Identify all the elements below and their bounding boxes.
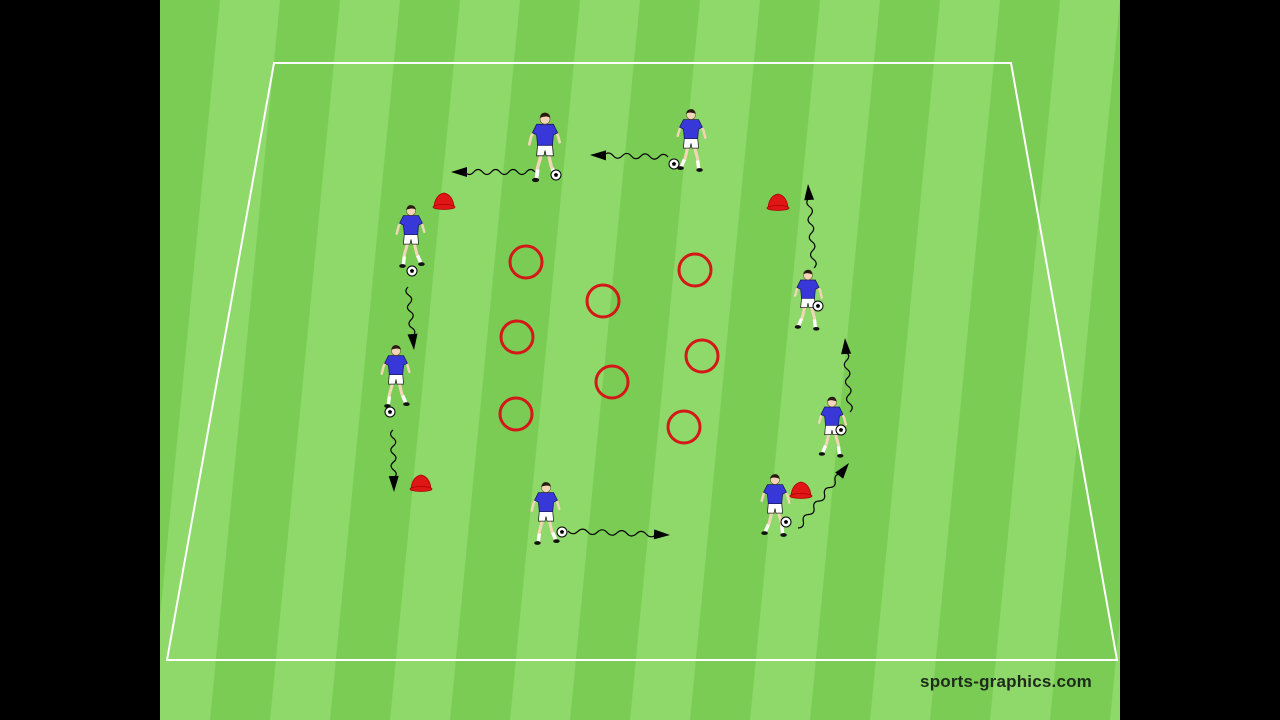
ring-marker-icon [677,252,713,288]
soccer-player-icon [676,109,707,172]
dribble-arrow-icon [797,463,849,529]
letterbox-left [0,0,160,720]
dribble-arrow-icon [841,338,853,413]
dribble-arrow-icon [567,528,670,540]
dribble-arrow-icon [804,184,817,269]
ring-marker-icon [508,244,544,280]
grass-stripe [450,0,580,720]
training-cone-icon [766,193,790,211]
dribble-arrow-icon [405,286,418,350]
training-cone-icon [432,192,456,210]
dribble-arrow-icon [590,150,669,161]
soccer-ball-icon [406,265,418,277]
soccer-ball-icon [780,516,792,528]
watermark: sports-graphics.com [920,672,1092,691]
training-cone-icon [409,474,433,492]
grass-stripe [810,0,940,720]
grass-stripe [930,0,1060,720]
soccer-player-icon [760,474,791,537]
soccer-player-icon [380,345,411,408]
ring-marker-icon [684,338,720,374]
ring-marker-icon [498,396,534,432]
soccer-ball-icon [550,169,562,181]
soccer-player-icon [530,482,561,545]
grass-stripe [690,0,820,720]
ring-marker-icon [585,283,621,319]
soccer-player-icon [395,205,426,268]
dribble-arrow-icon [451,167,536,177]
training-cone-icon [789,481,813,499]
soccer-player-icon [817,396,847,458]
ring-marker-icon [594,364,630,400]
soccer-ball-icon [668,158,680,170]
soccer-ball-icon [384,406,396,418]
soccer-ball-icon [556,526,568,538]
field-boundary [165,62,1119,661]
ring-marker-icon [666,409,702,445]
letterbox-right [1120,0,1280,720]
soccer-ball-icon [835,424,847,436]
soccer-player-icon [793,269,823,331]
dribble-arrow-icon [388,429,399,492]
grass-stripe [570,0,700,720]
soccer-ball-icon [812,300,824,312]
grass-stripe [210,0,340,720]
ring-marker-icon [499,319,535,355]
